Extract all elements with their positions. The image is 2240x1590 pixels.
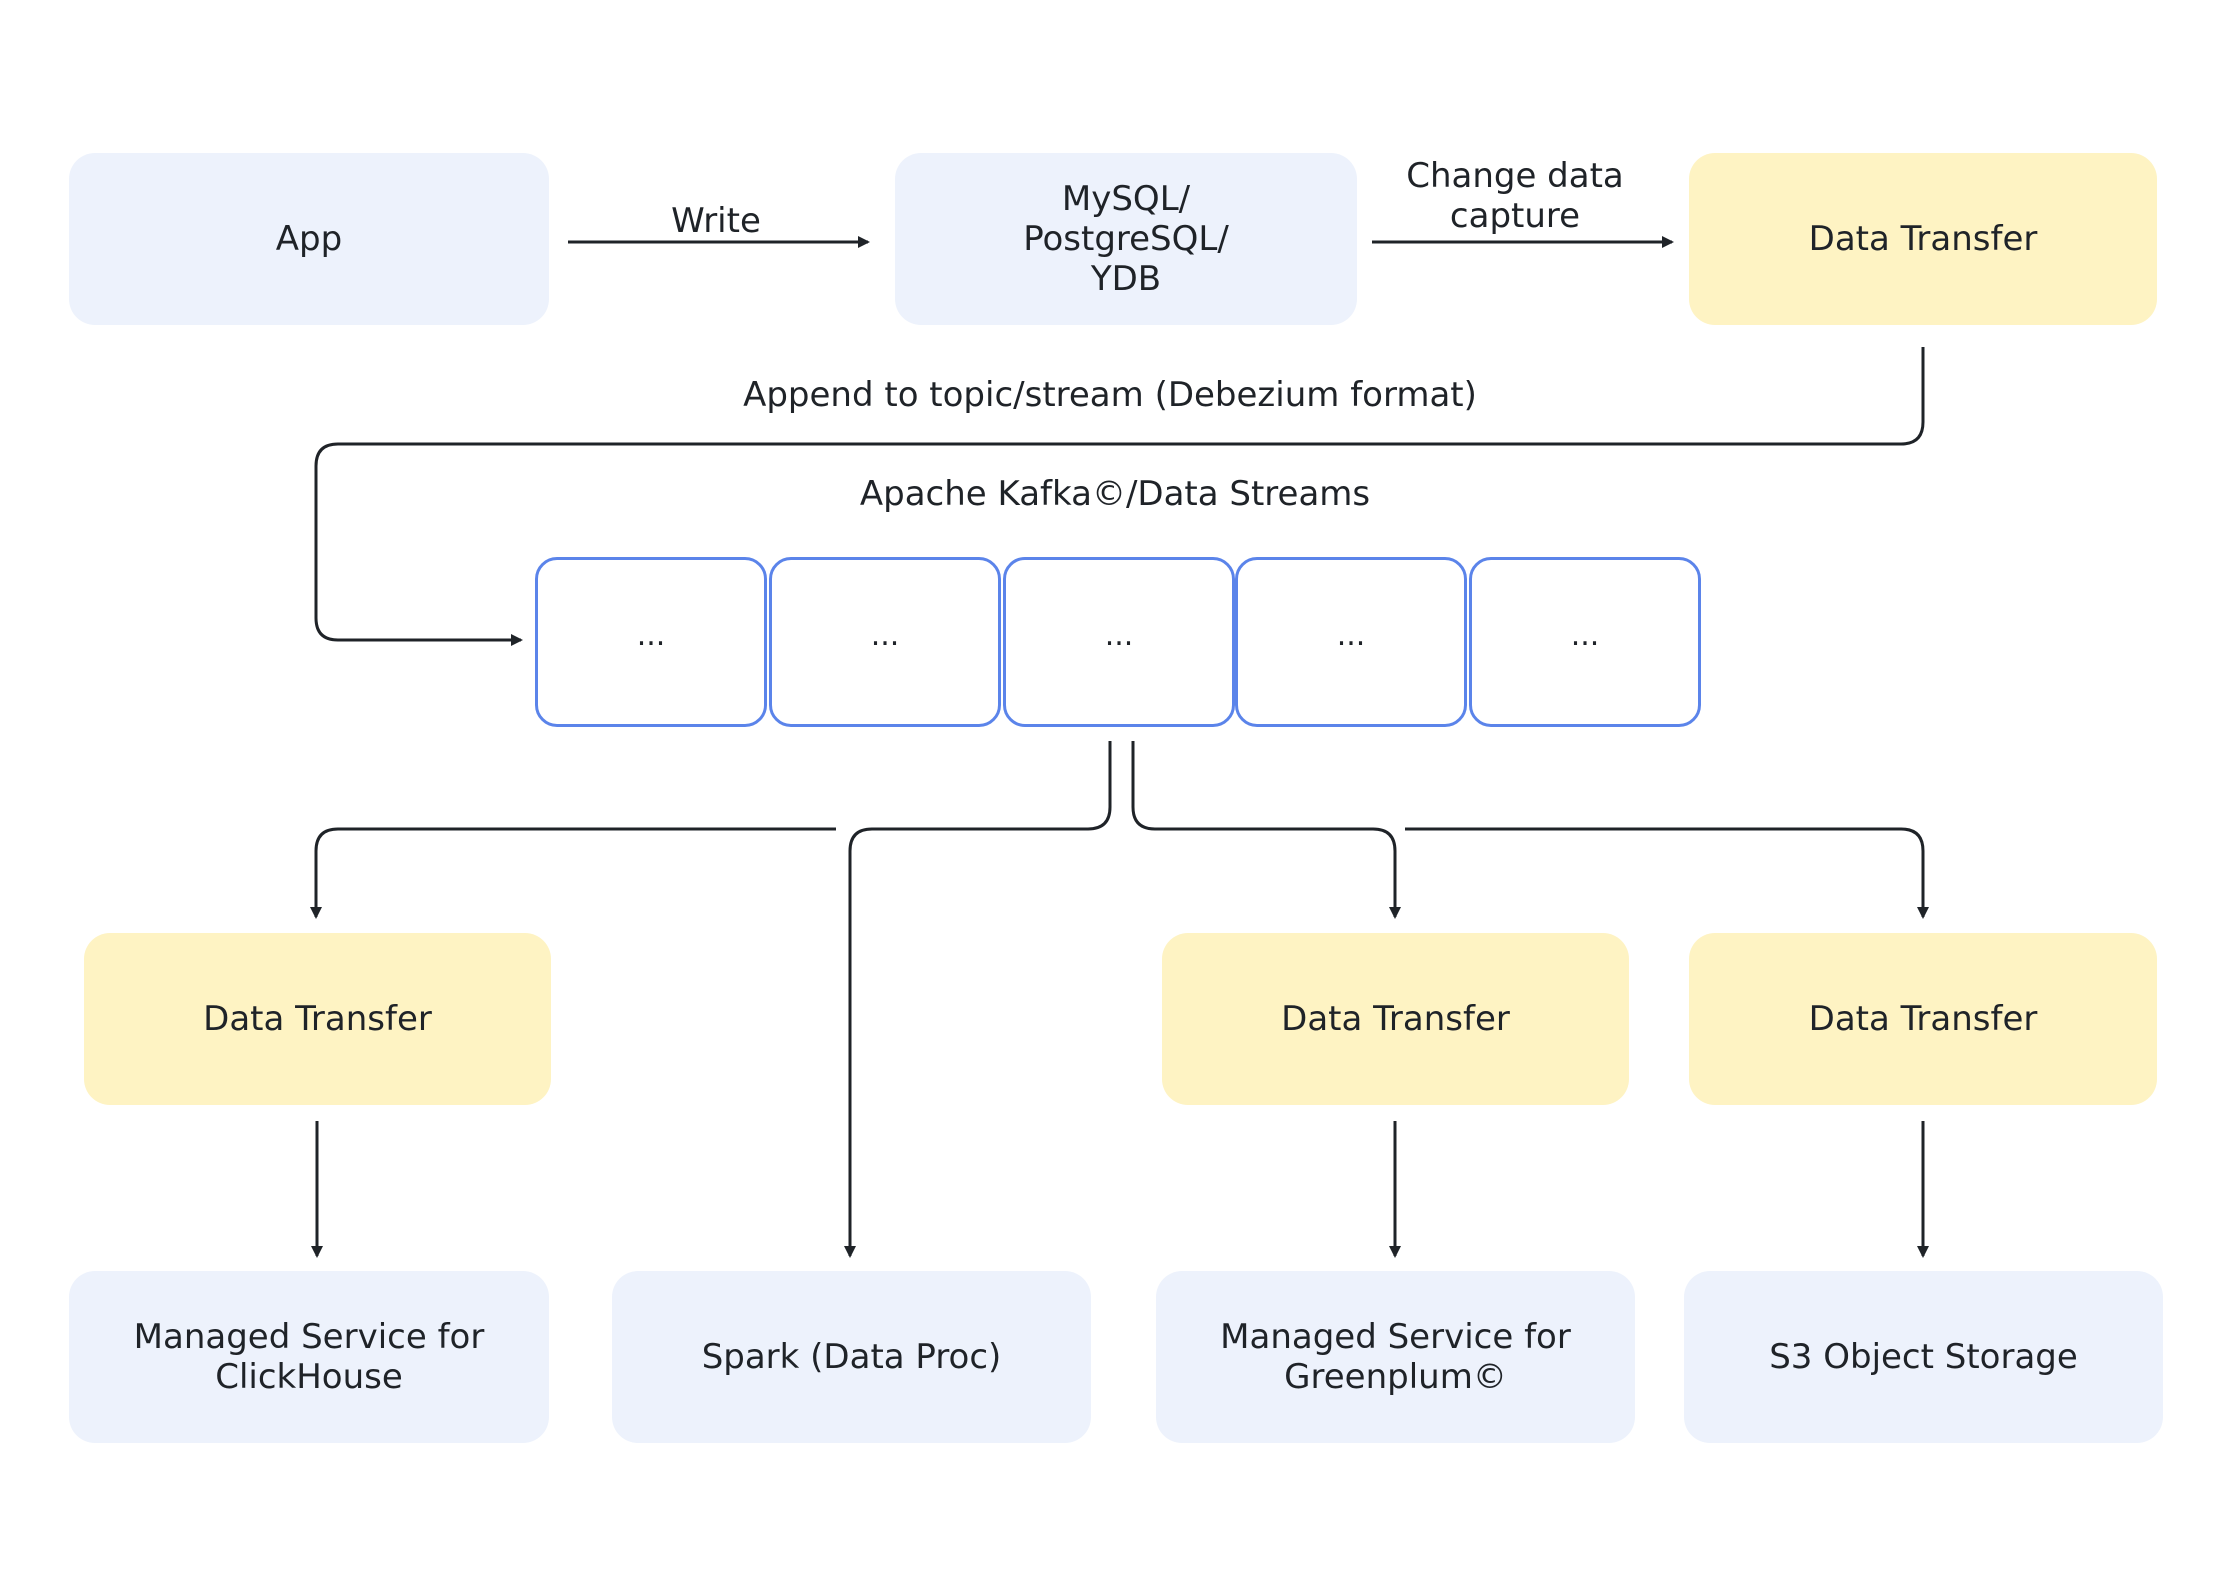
append-to-topic-label: Append to topic/stream (Debezium format) (743, 375, 1477, 415)
stream-segment: ... (1235, 557, 1467, 727)
write-label: Write (671, 201, 761, 241)
clickhouse-node: Managed Service for ClickHouse (69, 1271, 549, 1443)
database-node: MySQL/ PostgreSQL/ YDB (895, 153, 1357, 325)
data-transfer-greenplum-node: Data Transfer (1162, 933, 1629, 1105)
edge-stream-to-transfer-clickhouse (310, 827, 836, 919)
app-node: App (69, 153, 549, 325)
stream-segment: ... (1003, 557, 1235, 727)
edge-stream-to-transfer-greenplum (1131, 741, 1401, 919)
stream-title: Apache Kafka©/Data Streams (859, 474, 1371, 514)
stream-segment: ... (535, 557, 767, 727)
spark-node: Spark (Data Proc) (612, 1271, 1091, 1443)
edge-transfer-to-stream (314, 347, 1925, 646)
edge-stream-to-spark (844, 741, 1112, 1258)
edge-stream-to-transfer-s3 (1405, 827, 1929, 919)
stream-segment: ... (769, 557, 1001, 727)
data-transfer-clickhouse-node: Data Transfer (84, 933, 551, 1105)
stream-segment: ... (1469, 557, 1701, 727)
greenplum-node: Managed Service for Greenplum© (1156, 1271, 1635, 1443)
data-transfer-source-node: Data Transfer (1689, 153, 2157, 325)
change-data-capture-label: Change data capture (1406, 156, 1624, 236)
data-transfer-s3-node: Data Transfer (1689, 933, 2157, 1105)
s3-node: S3 Object Storage (1684, 1271, 2163, 1443)
